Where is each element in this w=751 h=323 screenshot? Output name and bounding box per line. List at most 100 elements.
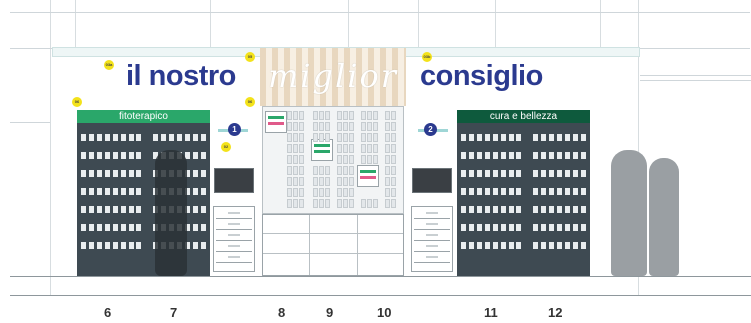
counter-line [357,215,358,275]
shelf-cell [337,111,342,120]
product-box [468,242,474,249]
product-box [492,242,498,249]
product-box [484,206,490,213]
headline-script: miglior [267,57,399,95]
shelf-cell [343,177,348,186]
person-silhouette-man [611,150,647,276]
headline-left: il nostro [126,60,236,92]
floor-line [10,276,751,277]
shelf-cell [299,177,304,186]
product-box [533,152,539,159]
drawer-unit-left [213,206,255,272]
product-box [541,224,547,231]
shelf-row [461,206,586,213]
shelf-cell [313,188,318,197]
shelf-cell [367,122,372,131]
product-box [88,242,94,249]
product-box [461,224,466,231]
product-box [153,134,159,141]
shelf-cell [367,144,372,153]
shelf-cell [299,144,304,153]
shelf-cell [293,111,298,120]
product-box [549,188,555,195]
product-box [120,224,126,231]
product-box [572,170,578,177]
product-box [557,206,563,213]
product-box [192,134,198,141]
product-box [104,152,110,159]
product-box [516,134,522,141]
product-box [88,152,94,159]
product-box [516,152,522,159]
drawer-handle [228,223,240,225]
shelf-cell [325,133,330,142]
shelf-cell [391,155,396,164]
section-number-10: 10 [377,305,392,320]
shelf-cell [385,166,390,175]
wall-line [210,0,211,48]
product-box [104,242,110,249]
product-box [533,224,539,231]
product-box [144,206,150,213]
section-number-12: 12 [548,305,563,320]
promo-card [265,111,287,133]
product-box [524,224,530,231]
product-box [484,134,490,141]
shelf-cell [287,177,292,186]
product-box [564,152,570,159]
drawer-divider [216,251,252,252]
product-box [508,170,514,177]
shelf-cell [325,177,330,186]
shelf-cell [385,122,390,131]
shelf-cell [349,111,354,120]
cabinet-fitoterapico: fitoterapico [77,110,210,276]
monitor-left [214,168,254,193]
drawer-handle [426,212,438,214]
shelf-cell [293,144,298,153]
product-box [516,224,522,231]
counter-line [263,253,403,254]
sticker-06b: 06 [245,97,255,107]
shelf-cell [385,144,390,153]
product-box [136,206,142,213]
shelf-cell [299,122,304,131]
product-box [200,188,206,195]
shelf-cell [367,155,372,164]
drawer-divider [414,262,450,263]
shelf-cell [293,155,298,164]
shelf-cell [313,166,318,175]
product-box [564,134,570,141]
shelf-cell [319,133,324,142]
drawer-handle [228,245,240,247]
product-box [492,170,498,177]
product-box [557,170,563,177]
product-box [492,224,498,231]
shelf-cell [367,199,372,208]
product-box [461,242,466,249]
cabinet-label-right: cura e bellezza [457,110,590,123]
product-box [112,170,118,177]
product-box [492,152,498,159]
product-box [492,188,498,195]
product-box [516,188,522,195]
product-box [468,134,474,141]
person-silhouette-woman [649,158,679,276]
product-box [492,206,498,213]
shelf-cell [361,133,366,142]
product-box [96,170,102,177]
shelf-row [81,224,206,231]
drawer-divider [414,229,450,230]
product-box [169,134,175,141]
wall-line [495,0,496,48]
shelf-cell [319,122,324,131]
drawer-handle [426,256,438,258]
product-box [144,242,150,249]
product-box [468,224,474,231]
product-box [192,224,198,231]
product-box [120,206,126,213]
product-box [120,170,126,177]
product-box [128,242,134,249]
product-box [96,134,102,141]
drawer-handle [426,223,438,225]
product-box [500,134,506,141]
